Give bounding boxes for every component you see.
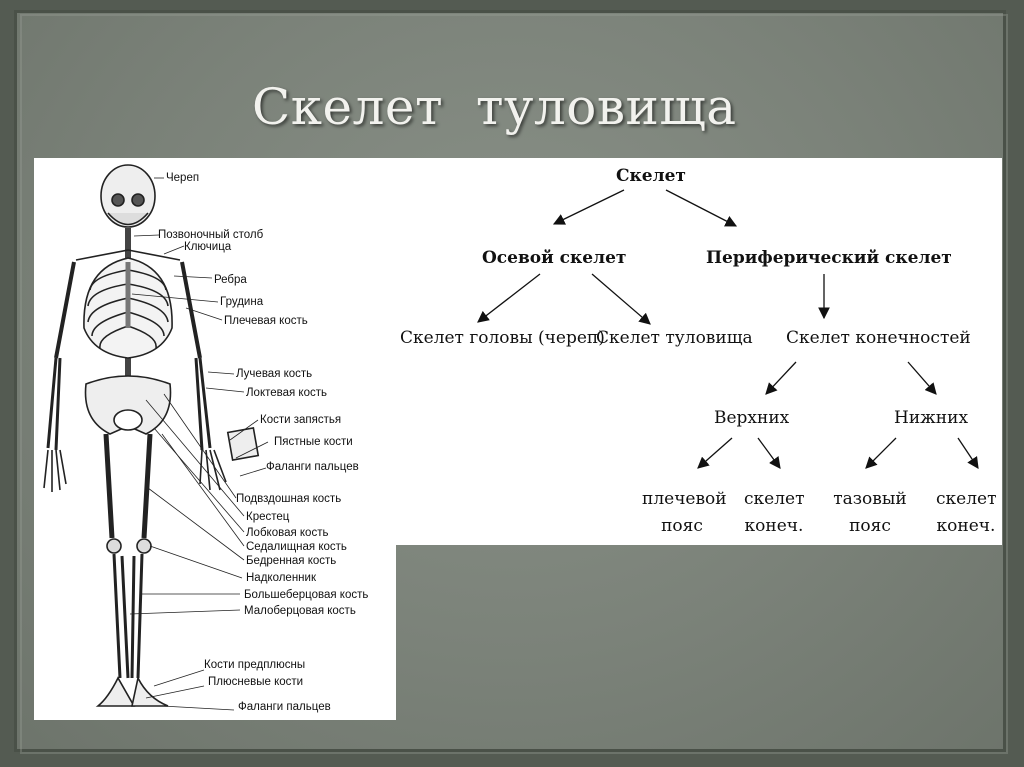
upper-free-limb-line1: скелет <box>744 489 805 509</box>
skeleton-figure-panel: Череп Позвоночный столб Ключица Ребра Гр… <box>34 158 396 720</box>
label-clavicle: Ключица <box>184 241 232 253</box>
label-sacrum: Крестец <box>246 511 290 523</box>
label-humerus: Плечевая кость <box>224 315 308 327</box>
label-pubis: Лобковая кость <box>246 527 329 539</box>
node-peripheral-skeleton: Периферический скелет <box>706 248 952 268</box>
label-metatarsals: Плюсневые кости <box>208 676 304 688</box>
pelvic-girdle-line1: тазовый <box>833 489 907 509</box>
label-sternum: Грудина <box>220 296 264 308</box>
label-ilium: Подвздошная кость <box>236 493 342 505</box>
label-femur: Бедренная кость <box>246 555 337 567</box>
node-head-skeleton: Скелет головы (череп) <box>400 328 605 348</box>
shoulder-girdle-line1: плечевой <box>642 489 727 509</box>
label-tibia: Большеберцовая кость <box>244 589 369 601</box>
node-upper-limbs: Верхних <box>714 408 790 428</box>
label-spine: Позвоночный столб <box>158 229 264 241</box>
label-carpals: Кости запястья <box>260 414 342 426</box>
node-upper-free-limb: скелет конеч. <box>744 486 804 540</box>
shoulder-girdle-line2: пояс <box>661 516 703 536</box>
label-fibula: Малоберцовая кость <box>244 605 356 617</box>
skeleton-classification-scheme: Скелет Осевой скелет Периферический скел… <box>396 158 1002 545</box>
node-trunk-skeleton: Скелет туловища <box>596 328 753 348</box>
label-metacarpals: Пястные кости <box>274 436 353 448</box>
node-shoulder-girdle: плечевой пояс <box>642 486 727 540</box>
upper-free-limb-line2: конеч. <box>744 516 804 536</box>
node-skeleton: Скелет <box>616 166 686 186</box>
label-patella: Надколенник <box>246 572 316 584</box>
label-foot-phalanges: Фаланги пальцев <box>238 701 331 713</box>
lower-free-limb-line1: скелет <box>936 489 997 509</box>
slide-title: Скелет туловища <box>252 78 737 136</box>
label-skull: Череп <box>166 172 200 184</box>
scheme-arrows <box>477 189 979 469</box>
label-ischium: Седалищная кость <box>246 541 347 553</box>
node-limbs-skeleton: Скелет конечностей <box>786 328 971 348</box>
node-pelvic-girdle: тазовый пояс <box>832 486 908 540</box>
node-lower-limbs: Нижних <box>894 408 969 428</box>
label-radius: Лучевая кость <box>236 368 313 380</box>
skeleton-illustration <box>43 164 269 711</box>
lower-free-limb-line2: конеч. <box>936 516 996 536</box>
label-ribs: Ребра <box>214 274 247 286</box>
label-tarsals: Кости предплюсны <box>204 659 306 671</box>
node-axial-skeleton: Осевой скелет <box>482 248 627 268</box>
pelvic-girdle-line2: пояс <box>849 516 891 536</box>
label-hand-phalanges: Фаланги пальцев <box>266 461 359 473</box>
label-ulna: Локтевая кость <box>246 387 327 399</box>
node-lower-free-limb: скелет конеч. <box>936 486 996 540</box>
slide-frame <box>20 14 1008 754</box>
